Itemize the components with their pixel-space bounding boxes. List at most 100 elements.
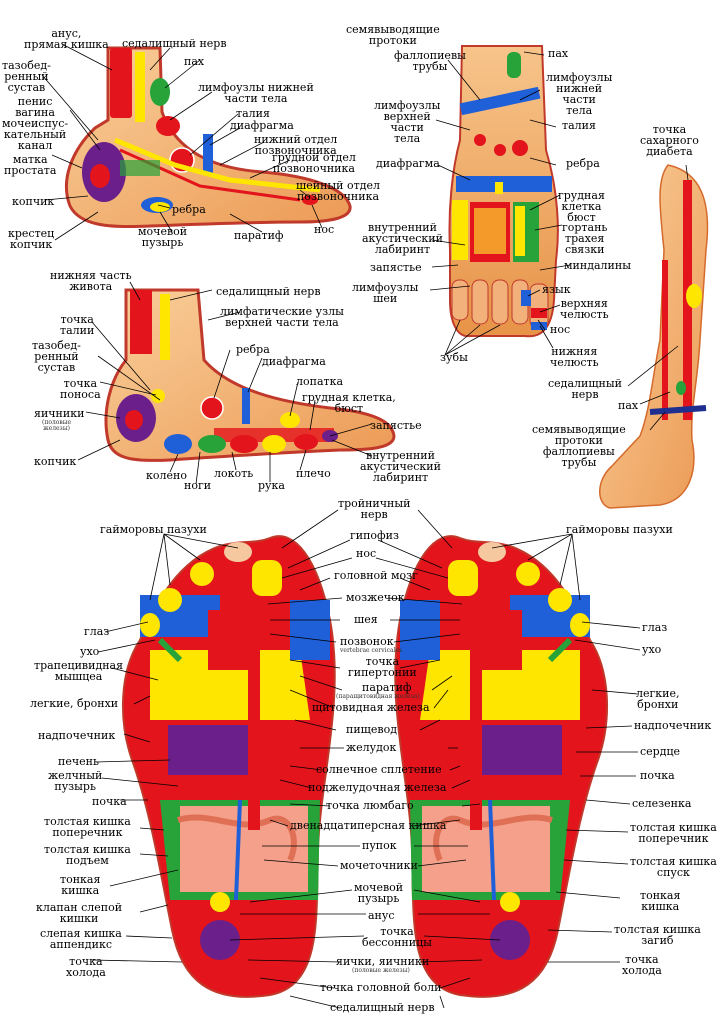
label-diaphragm-top: диафрагма xyxy=(376,157,440,170)
label-pituitary: гипофиз xyxy=(350,529,399,542)
label-waist-top: талия xyxy=(562,119,596,132)
label-wrist-top: запястье xyxy=(370,261,422,274)
label-eye-left: глаз xyxy=(84,625,110,638)
label-nose-sole: нос xyxy=(356,547,377,560)
label-arm: рука xyxy=(258,479,285,492)
label-duodenum: двенадцатиперсная кишка xyxy=(290,819,447,832)
label-thyroid: щитовидная железа xyxy=(312,701,430,714)
label-kidney-left: почка xyxy=(92,795,127,808)
label-wrist-inner: запястье xyxy=(370,419,422,432)
label-nose: нос xyxy=(314,223,335,236)
label-ovaries-note: (половые железы) xyxy=(42,419,72,432)
label-coccyx: копчик xyxy=(12,195,55,208)
label-headache: точка головной боли xyxy=(320,981,442,994)
label-esophagus: пищевод xyxy=(346,723,397,736)
label-sinuses-right: гайморовы пазухи xyxy=(566,523,673,536)
label-coccyx-inner: копчик xyxy=(34,455,77,468)
label-lumbar-spine: нижний отдел позвоночника xyxy=(254,133,338,157)
label-solar-plexus: солнечное сплетение xyxy=(316,763,442,776)
label-larynx: гортань трахея связки xyxy=(562,221,608,256)
label-uterus: матка простата xyxy=(4,153,57,177)
label-chest-inner: грудная клетка, бюст xyxy=(302,391,396,415)
sole-right-icon xyxy=(394,535,609,998)
label-lumbago: точка люмбаго xyxy=(326,799,414,812)
label-sciatic-inner: седалищный нерв xyxy=(216,285,321,298)
label-lymph-lower-top: лимфоузлы нижней части тела xyxy=(546,71,613,117)
label-appendix: слепая кишка аппендикс xyxy=(40,927,122,951)
label-lungs-left: легкие, бронхи xyxy=(30,697,119,710)
sole-left-icon xyxy=(121,535,336,998)
label-colon-descending: толстая кишка спуск xyxy=(630,855,717,879)
label-lower-jaw: нижняя челюсть xyxy=(550,345,599,369)
label-sciatic-nerve: седалищный нерв xyxy=(122,37,227,50)
label-pancreas: поджелудочная железа xyxy=(308,781,447,794)
foot-side-inner-icon xyxy=(104,288,396,462)
label-ureters: мочеточники xyxy=(340,859,418,872)
label-adrenal-right: надпочечник xyxy=(634,719,712,732)
label-navel: пупок xyxy=(362,839,397,852)
label-groin-top: пах xyxy=(548,47,569,60)
label-ear-left: ухо xyxy=(80,645,100,658)
label-seminal-leg: семявыводящие протоки фаллопиевы трубы xyxy=(532,423,626,469)
label-lower-abdomen: нижняя часть живота xyxy=(50,269,132,293)
label-anus: анус, прямая кишка xyxy=(24,27,109,51)
label-trigeminal: тройничный нерв xyxy=(338,497,411,521)
label-trapezius: трапецивидная мышцеа xyxy=(34,659,124,683)
label-cerebellum: мозжечок xyxy=(346,591,405,604)
label-cold-left: точка холода xyxy=(66,955,106,979)
label-hip-inner: тазобед- ренный сустав xyxy=(32,339,81,374)
label-seminal-ducts: семявыводящие протоки xyxy=(346,23,440,47)
label-bladder: мочевой пузырь xyxy=(138,225,188,249)
label-inner-ear-inner: внутренний акустический лабиринт xyxy=(360,449,441,484)
label-sacrum: крестец копчик xyxy=(8,227,55,251)
label-fallopian-tubes: фаллопиевы трубы xyxy=(394,49,466,73)
label-sciatic-leg: седалищный нерв xyxy=(548,377,622,401)
label-colon-transverse-left: толстая кишка поперечник xyxy=(44,815,131,839)
label-testes: яички, яичники xyxy=(336,955,430,968)
label-kidney-right: почка xyxy=(640,769,675,782)
label-colon-ascending: толстая кишка подъем xyxy=(44,843,131,867)
label-hip-joint: тазобед- ренный сустав xyxy=(2,59,51,94)
foot-top-icon xyxy=(448,45,559,338)
label-ileocecal: клапан слепой кишки xyxy=(36,901,123,925)
label-parathyroid-note: (паращитовидная железа) xyxy=(336,693,420,700)
label-sinuses-left: гайморовы пазухи xyxy=(100,523,207,536)
label-heart: сердце xyxy=(640,745,681,758)
label-small-intestine-right: тонкая кишка xyxy=(640,889,681,913)
label-ovaries: яичники xyxy=(34,407,85,420)
label-waist: талия xyxy=(236,107,270,120)
label-tonsils: миндалины xyxy=(564,259,631,272)
label-bladder-sole: мочевой пузырь xyxy=(354,881,404,905)
label-lymph-upper-top: лимфоузлы верхней части тела xyxy=(374,99,441,145)
label-nose-top: нос xyxy=(550,323,571,336)
label-upper-jaw: верхняя челюсть xyxy=(560,297,609,321)
label-testes-note: (половые железы) xyxy=(352,967,410,974)
label-cervical-spine: шейный отдел позвоночника xyxy=(296,179,380,203)
label-thoracic-spine: грудной отдел позвоночника xyxy=(272,151,356,175)
label-teeth: зубы xyxy=(440,351,468,364)
label-liver: печень xyxy=(58,755,99,768)
label-diaphragm-inner: диафрагма xyxy=(262,355,326,368)
label-colon-sigmoid: толстая кишка загиб xyxy=(614,923,701,947)
label-spleen: селезенка xyxy=(632,797,692,810)
label-cold-right: точка холода xyxy=(622,953,662,977)
foot-side-icon xyxy=(65,46,352,229)
label-diarrhea-point: точка поноса xyxy=(60,377,101,401)
label-lungs-right: легкие, бронхи xyxy=(636,687,680,711)
label-chest-top: грудная клетка бюст xyxy=(558,189,605,224)
label-vertebra-note: vertebrae cervicales xyxy=(340,647,403,654)
label-parathyroid: паратиф xyxy=(362,681,412,694)
label-parotid: паратиф xyxy=(234,229,284,242)
label-shoulder-blade: лопатка xyxy=(296,375,344,388)
label-legs: ноги xyxy=(184,479,212,492)
label-gallbladder: желчный пузырь xyxy=(48,769,103,793)
label-sciatic-sole: седалищный нерв xyxy=(330,1001,435,1014)
label-elbow: локоть xyxy=(214,467,254,480)
label-vertebra: позвонок xyxy=(340,635,394,648)
label-eye-right: глаз xyxy=(642,621,668,634)
label-waist-point: точка талии xyxy=(60,313,95,337)
label-brain: головной мозг xyxy=(334,569,418,582)
label-adrenal-left: надпочечник xyxy=(38,729,116,742)
label-ribs-inner: ребра xyxy=(236,343,270,356)
